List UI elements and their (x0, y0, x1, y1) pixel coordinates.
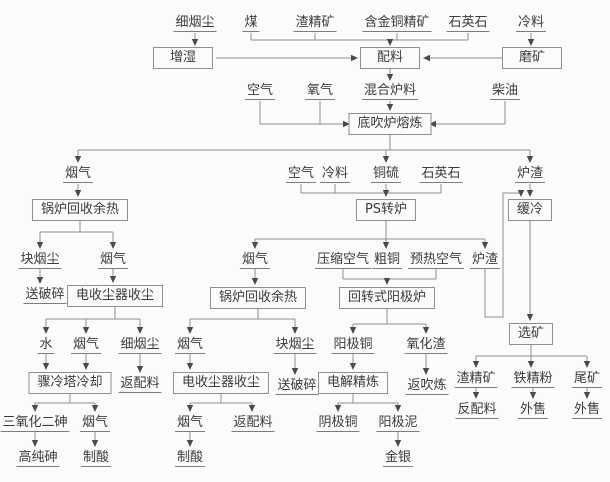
box-slow-cooling: 缓冷 (507, 199, 553, 221)
node-flue-gas-after-quench: 烟气 (79, 415, 111, 432)
box-bottom-blown-furnace: 底吹炉熔炼 (348, 113, 432, 135)
box-quench-tower: 骤冷塔冷却 (28, 372, 112, 394)
node-tailings-sold: 外售 (571, 402, 603, 419)
node-lump-dust-converter: 块烟尘 (273, 337, 317, 354)
node-coal: 煤 (242, 15, 260, 32)
node-fine-flue-dust-input: 细烟尘 (173, 15, 217, 32)
box-ore-grinding: 磨矿 (501, 47, 563, 69)
node-quartz-input: 石英石 (446, 15, 490, 32)
node-lump-dust-smelter: 块烟尘 (18, 252, 62, 269)
node-diesel: 柴油 (489, 83, 521, 100)
node-return-to-batching-converter: 返配料 (231, 415, 275, 432)
box-rotary-anode-furnace: 回转式阳极炉 (338, 287, 436, 309)
node-smelting-air: 空气 (244, 83, 276, 100)
node-converter-air: 空气 (285, 166, 317, 183)
box-esp-converter: 电收尘器收尘 (172, 372, 270, 394)
node-gold-copper-concentrate: 含金铜精矿 (362, 15, 432, 32)
node-water: 水 (37, 337, 55, 354)
node-slag-concentrate-output: 渣精矿 (454, 371, 498, 388)
node-flue-gas-after-esp-smelter: 烟气 (70, 337, 102, 354)
box-ps-converter: PS转炉 (355, 199, 417, 221)
node-anode-slime: 阳极泥 (376, 415, 420, 432)
node-fine-dust-smelter: 细烟尘 (118, 337, 162, 354)
node-acid-plant-converter: 制酸 (174, 450, 206, 467)
node-smelter-slag: 炉渣 (514, 166, 546, 183)
node-converter-slag: 炉渣 (469, 252, 501, 269)
node-acid-plant-smelter: 制酸 (80, 450, 112, 467)
node-iron-sold: 外售 (517, 402, 549, 419)
box-electrolytic-refining: 电解精炼 (317, 372, 389, 394)
node-compressed-air: 压缩空气 (314, 252, 372, 269)
node-iron-concentrate: 铁精粉 (511, 371, 555, 388)
node-return-to-converting: 返吹炼 (405, 378, 449, 395)
box-beneficiation: 选矿 (508, 323, 554, 345)
node-arsenic-trioxide: 三氧化二砷 (0, 415, 70, 432)
node-blister-copper: 粗铜 (371, 252, 403, 269)
node-converter-quartz: 石英石 (419, 166, 463, 183)
node-oxidized-slag: 氧化渣 (404, 337, 448, 354)
node-smelter-flue-gas: 烟气 (62, 166, 94, 183)
node-return-to-batching-smelter: 返配料 (118, 376, 162, 393)
box-batching: 配料 (359, 47, 421, 69)
node-return-to-batching-slag: 反配料 (455, 402, 499, 419)
node-slag-concentrate-input: 渣精矿 (293, 15, 337, 32)
node-converter-flue-gas: 烟气 (239, 252, 271, 269)
node-high-purity-arsenic: 高纯砷 (16, 450, 60, 467)
box-esp-smelter: 电收尘器收尘 (66, 285, 164, 307)
box-waste-heat-boiler-converter: 锅炉回收余热 (209, 287, 307, 309)
box-waste-heat-boiler-smelter: 锅炉回收余热 (31, 199, 129, 221)
node-tailings: 尾矿 (571, 371, 603, 388)
node-mixed-charge: 混合炉料 (361, 83, 419, 100)
node-anode-copper: 阳极铜 (331, 337, 375, 354)
node-flue-gas-after-boiler-converter: 烟气 (174, 337, 206, 354)
box-humidification: 增湿 (152, 47, 214, 69)
node-flue-gas-after-boiler-smelter: 烟气 (97, 252, 129, 269)
node-to-crushing-converter: 送破碎 (275, 378, 319, 395)
node-preheated-air: 预热空气 (407, 252, 465, 269)
node-smelting-oxygen: 氧气 (304, 83, 336, 100)
node-flue-gas-after-esp-converter: 烟气 (174, 415, 206, 432)
node-cathode-copper: 阴极铜 (316, 415, 360, 432)
node-cold-charge-input: 冷料 (515, 15, 547, 32)
node-copper-matte: 铜硫 (370, 166, 402, 183)
node-converter-cold-charge: 冷料 (319, 166, 351, 183)
node-to-crushing-smelter: 送破碎 (23, 287, 67, 304)
node-gold-silver: 金银 (382, 450, 414, 467)
